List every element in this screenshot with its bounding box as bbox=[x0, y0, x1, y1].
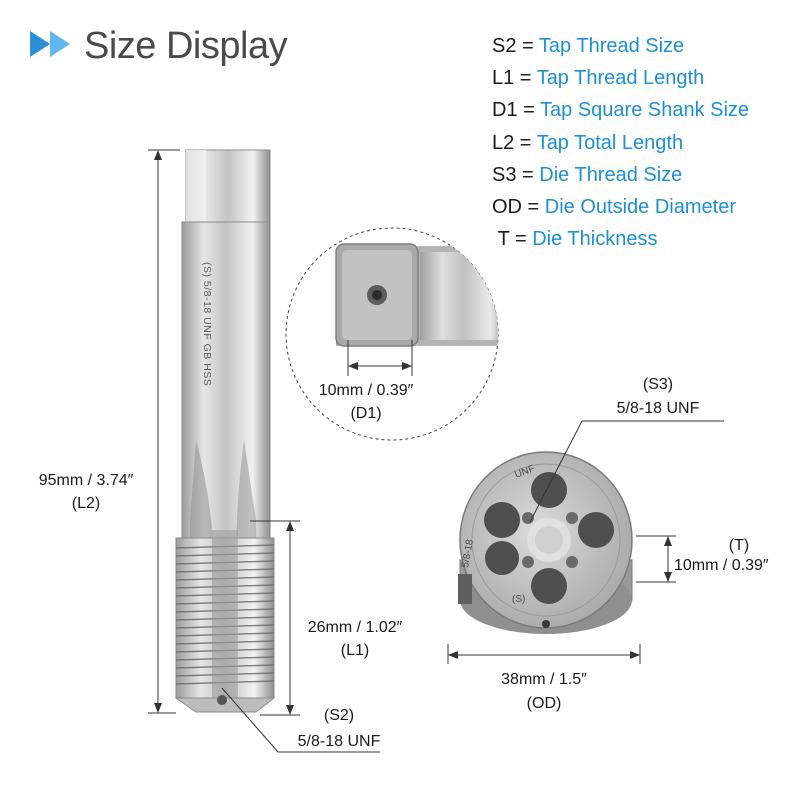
legend-desc: Die Thread Size bbox=[539, 163, 683, 186]
legend-item: L1 = Tap Thread Length bbox=[492, 67, 705, 90]
l1-label: 26mm / 1.02″ (L1) bbox=[300, 618, 410, 661]
legend-item: S2 = Tap Thread Size bbox=[492, 35, 685, 57]
d1-dimension-line bbox=[347, 340, 413, 376]
t-dimension-line bbox=[636, 535, 676, 583]
legend-key: L1 bbox=[492, 67, 515, 90]
legend-item: D1 = Tap Square Shank Size bbox=[492, 99, 750, 122]
l2-code: (L2) bbox=[71, 495, 101, 512]
legend-desc: Tap Thread Size bbox=[538, 35, 685, 57]
legend-key: D1 bbox=[492, 99, 518, 122]
od-value: 38mm / 1.5″ bbox=[501, 671, 587, 688]
l2-dimension-line bbox=[148, 149, 180, 714]
title-bar: Size Display bbox=[30, 22, 288, 70]
legend-desc: Die Outside Diameter bbox=[544, 196, 736, 219]
l1-dimension-line bbox=[250, 520, 300, 716]
d1-code: (D1) bbox=[350, 405, 382, 422]
legend-key: L2 bbox=[492, 131, 515, 154]
tap-illustration: (S) 5/8-18 UNF GB HSS bbox=[174, 149, 276, 713]
tap-engraving: (S) 5/8-18 UNF GB HSS bbox=[201, 262, 213, 386]
legend-key: S2 bbox=[492, 35, 517, 57]
od-dimension-line bbox=[447, 644, 641, 664]
l2-label: 95mm / 3.74″ (L2) bbox=[30, 471, 142, 514]
page-title: Size Display bbox=[84, 24, 288, 67]
l1-code: (L1) bbox=[340, 642, 370, 659]
legend: S2 = Tap Thread Size L1 = Tap Thread Len… bbox=[492, 30, 749, 255]
s2-code: (S2) bbox=[323, 707, 355, 724]
d1-value: 10mm / 0.39″ bbox=[318, 382, 414, 399]
od-label: 38mm / 1.5″ (OD) bbox=[484, 670, 604, 714]
s3-label: (S3) 5/8-18 UNF bbox=[600, 375, 716, 419]
l1-value: 26mm / 1.02″ bbox=[307, 619, 403, 636]
t-label: (T) 10mm / 0.39″ bbox=[674, 536, 790, 576]
s3-value: 5/8-18 UNF bbox=[616, 400, 700, 417]
s3-leader-line bbox=[529, 420, 724, 523]
od-code: (OD) bbox=[526, 695, 562, 712]
shank-zoom-view bbox=[285, 227, 499, 441]
t-code: (T) bbox=[728, 537, 750, 554]
legend-key: T bbox=[497, 228, 510, 251]
double-chevron-right-icon bbox=[30, 29, 76, 64]
s3-code: (S3) bbox=[642, 376, 674, 393]
legend-item: OD = Die Outside Diameter bbox=[492, 196, 736, 219]
die-engraving-bottom: (S) bbox=[512, 594, 525, 605]
l2-value: 95mm / 3.74″ bbox=[38, 472, 134, 489]
s2-leader-line bbox=[221, 687, 380, 753]
legend-item: L2 = Tap Total Length bbox=[492, 131, 684, 154]
legend-desc: Tap Total Length bbox=[536, 131, 684, 154]
t-value: 10mm / 0.39″ bbox=[674, 557, 769, 574]
legend-key: S3 bbox=[492, 163, 517, 186]
die-illustration: UNF 5/8-18 (S) bbox=[458, 451, 633, 634]
s2-value: 5/8-18 UNF bbox=[297, 733, 381, 750]
legend-desc: Die Thickness bbox=[532, 228, 658, 251]
legend-desc: Tap Square Shank Size bbox=[540, 99, 750, 122]
die-engraving-left: 5/8-18 bbox=[460, 538, 476, 568]
legend-item: T = Die Thickness bbox=[497, 228, 658, 251]
s2-label: (S2) 5/8-18 UNF bbox=[284, 706, 394, 752]
legend-item: S3 = Die Thread Size bbox=[492, 163, 683, 186]
legend-desc: Tap Thread Length bbox=[536, 67, 705, 90]
legend-key: OD bbox=[492, 196, 522, 219]
d1-label: 10mm / 0.39″ (D1) bbox=[306, 381, 426, 424]
